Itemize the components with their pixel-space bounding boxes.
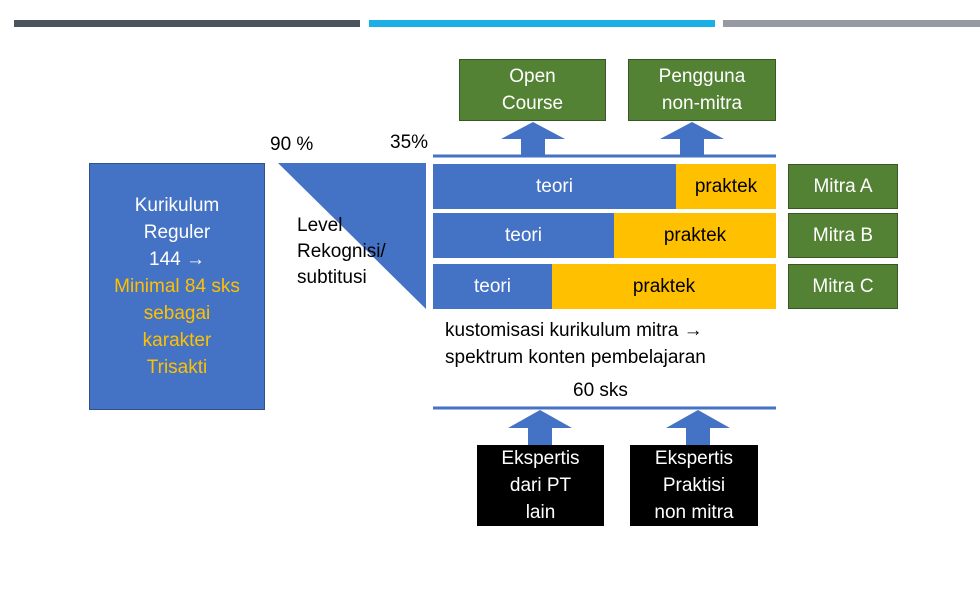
arrow-up-icon (508, 410, 572, 445)
box-line: Course (501, 93, 564, 114)
kurikulum-line: Kurikulum (134, 195, 220, 216)
kurikulum-reguler-box: Kurikulum Reguler 144 → Minimal 84 sks s… (89, 163, 265, 410)
arrow-up-icon (660, 122, 724, 156)
box-line: dari PT (509, 475, 572, 496)
teori-segment: teori (433, 264, 552, 309)
caption-line: kustomisasi kurikulum mitra → (445, 320, 703, 341)
pct-high-label: 90 % (270, 134, 314, 155)
mitra-b-box: Mitra B (788, 213, 898, 258)
ekspertis-pt-lain-box: Ekspertis dari PT lain (477, 445, 604, 526)
kurikulum-highlight: Trisakti (146, 357, 208, 378)
mitra-a-box: Mitra A (788, 164, 898, 209)
mitra-a-row: teori praktek (433, 164, 776, 209)
box-line: non mitra (654, 502, 734, 523)
level-rekognisi-label: Level Rekognisi/ subtitusi (297, 213, 386, 291)
kurikulum-highlight: karakter (142, 330, 212, 351)
box-line: Pengguna (658, 66, 746, 87)
sks-label: 60 sks (573, 380, 628, 401)
arrow-up-icon (501, 122, 565, 156)
teori-segment: teori (433, 213, 614, 258)
kurikulum-highlight: Minimal 84 sks (114, 276, 240, 297)
header-bar-gray (723, 20, 980, 27)
kurikulum-highlight: sebagai (143, 303, 211, 324)
mitra-c-row: teori praktek (433, 264, 776, 309)
box-line: Open (509, 66, 556, 87)
header-bar-blue (369, 20, 715, 27)
pct-low-label: 35% (390, 132, 429, 153)
level-line: Level (297, 215, 343, 236)
teori-segment: teori (433, 164, 676, 209)
kurikulum-line: Reguler (143, 222, 211, 243)
pengguna-non-mitra-box: Pengguna non-mitra (628, 59, 776, 121)
praktek-segment: praktek (676, 164, 776, 209)
box-line: Ekspertis (654, 448, 734, 469)
box-line: non-mitra (661, 93, 743, 114)
arrow-up-icon (666, 410, 730, 445)
praktek-segment: praktek (552, 264, 776, 309)
caption-line: spektrum konten pembelajaran (445, 347, 706, 368)
kurikulum-line: 144 → (149, 249, 205, 270)
mitra-b-row: teori praktek (433, 213, 776, 258)
mitra-c-box: Mitra C (788, 264, 898, 309)
box-line: Praktisi (662, 475, 726, 496)
level-line: Rekognisi/ (297, 241, 386, 262)
level-line: subtitusi (297, 267, 367, 288)
box-line: lain (525, 502, 556, 523)
praktek-segment: praktek (614, 213, 776, 258)
box-line: Ekspertis (501, 448, 580, 469)
header-bar-dark (14, 20, 360, 27)
